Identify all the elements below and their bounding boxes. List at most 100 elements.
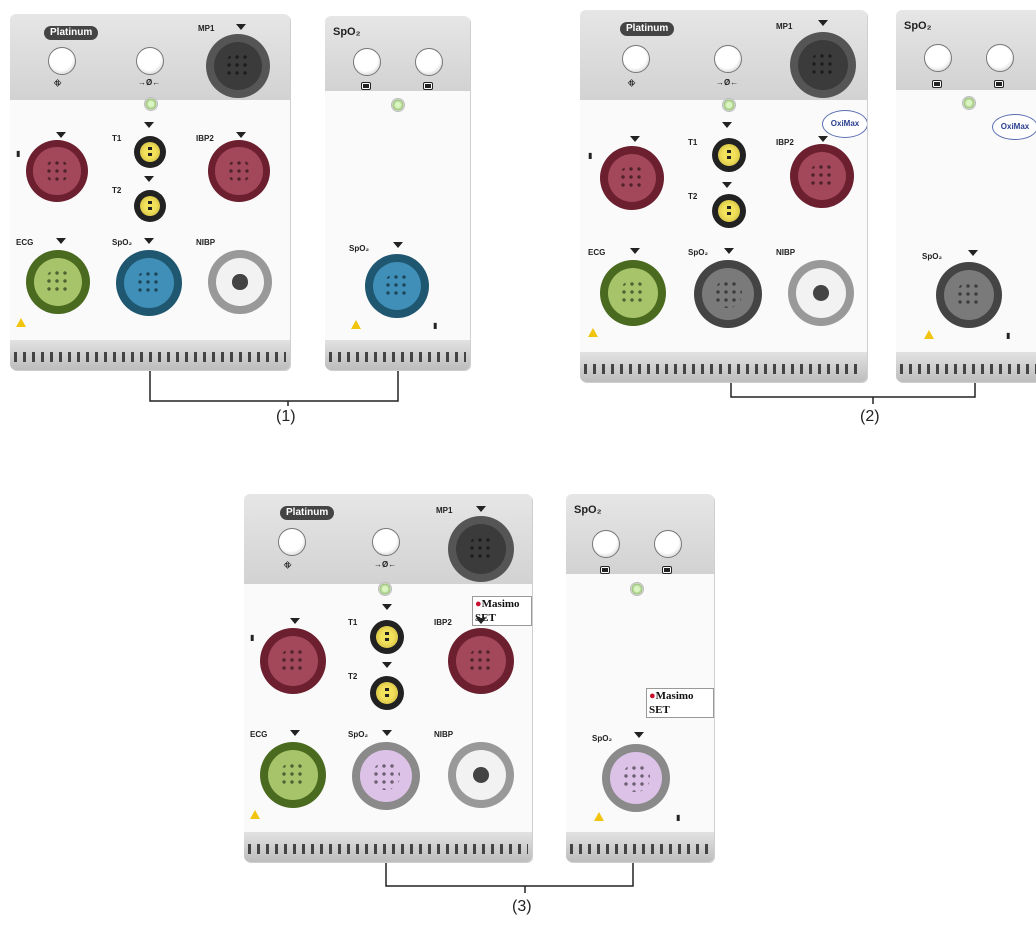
t2-arrow-icon	[382, 662, 392, 668]
status-led	[378, 582, 392, 596]
t1-connector[interactable]	[370, 620, 404, 654]
t1-label: T1	[112, 134, 122, 143]
ibp1-arrow-icon	[290, 618, 300, 624]
ecg-arrow-icon	[290, 730, 300, 736]
nibp-start-button[interactable]	[278, 528, 306, 556]
t2-connector[interactable]	[370, 676, 404, 710]
ibp2-arrow-icon	[236, 132, 246, 138]
module-footer	[10, 340, 290, 370]
ecg-connector[interactable]	[26, 250, 90, 314]
ecg-label: ECG	[16, 238, 34, 247]
mp1-arrow-icon	[476, 506, 486, 512]
caption-1: (1)	[276, 408, 296, 425]
mp1-connector[interactable]	[790, 32, 856, 98]
zero-button[interactable]	[714, 45, 742, 73]
module-footer	[325, 340, 470, 370]
spo2-label: SpO₂	[922, 252, 942, 261]
spo2-arrow-icon	[144, 238, 154, 244]
zero-button[interactable]	[136, 47, 164, 75]
defib-proof-icon: ▮	[588, 151, 593, 160]
status-led	[630, 582, 644, 596]
zero-button[interactable]	[372, 528, 400, 556]
spo2-connector[interactable]	[602, 744, 670, 812]
module-footer	[566, 832, 714, 862]
t2-connector[interactable]	[134, 190, 166, 222]
ibp1-connector[interactable]	[26, 140, 88, 202]
nibp-label: NIBP	[776, 248, 796, 257]
square-icon	[932, 80, 942, 88]
caption-3: (3)	[512, 898, 532, 915]
spo2-arrow-icon	[634, 732, 644, 738]
ibp1-connector[interactable]	[600, 146, 664, 210]
nibp-label: NIBP	[196, 238, 216, 247]
ibp1-arrow-icon	[56, 132, 66, 138]
t1-connector[interactable]	[134, 136, 166, 168]
t2-connector[interactable]	[712, 194, 746, 228]
module-footer	[896, 352, 1036, 382]
t1-connector[interactable]	[712, 138, 746, 172]
t1-arrow-icon	[144, 122, 154, 128]
square-icon	[600, 566, 610, 574]
zero-icon: →Ø←	[138, 78, 161, 87]
mp1-label: MP1	[436, 506, 453, 515]
status-led	[962, 96, 976, 110]
spo2-button-right[interactable]	[986, 44, 1014, 72]
nibp-connector[interactable]	[788, 260, 854, 326]
square-icon	[423, 82, 433, 90]
spo2-label: SpO₂	[112, 238, 132, 247]
module-footer	[244, 832, 532, 862]
spo2-connector[interactable]	[936, 262, 1002, 328]
nibp-connector[interactable]	[448, 742, 514, 808]
spo2-button-left[interactable]	[353, 48, 381, 76]
spo2-module-1: SpO₂ SpO₂ ▮	[325, 16, 470, 370]
status-led	[722, 98, 736, 112]
mp1-label: MP1	[776, 22, 793, 31]
zero-icon: →Ø←	[716, 78, 739, 87]
spo2-connector[interactable]	[116, 250, 182, 316]
nibp-label: NIBP	[434, 730, 454, 739]
mp1-connector[interactable]	[448, 516, 514, 582]
spo2-button-left[interactable]	[924, 44, 952, 72]
spo2-module-2: SpO₂ OxiMax SpO₂ ▮	[896, 10, 1036, 382]
mp1-label: MP1	[198, 24, 215, 33]
zero-icon: →Ø←	[374, 560, 397, 569]
spo2-connector[interactable]	[352, 742, 420, 810]
platinum-badge: Platinum	[280, 506, 335, 520]
ibp1-arrow-icon	[630, 136, 640, 142]
spo2-button-right[interactable]	[654, 530, 682, 558]
spo2-button-left[interactable]	[592, 530, 620, 558]
caption-2: (2)	[860, 408, 880, 425]
ecg-connector[interactable]	[600, 260, 666, 326]
defib-proof-icon: ▮	[1006, 331, 1011, 340]
module-footer	[580, 352, 867, 382]
ibp1-connector[interactable]	[260, 628, 326, 694]
nibp-start-button[interactable]	[622, 45, 650, 73]
warning-icon	[594, 812, 604, 821]
nibp-cuff-icon: ⛗	[54, 78, 62, 88]
t2-label: T2	[348, 672, 358, 681]
ibp2-label: IBP2	[196, 134, 214, 143]
ibp2-connector[interactable]	[448, 628, 514, 694]
multiparameter-module-1: Platinum ⛗ →Ø← MP1 ▮ T1 T2 IBP2 ECG SpO₂…	[10, 14, 290, 370]
nibp-connector[interactable]	[208, 250, 272, 314]
status-led	[391, 98, 405, 112]
spo2-label: SpO₂	[349, 244, 369, 253]
masimo-set-text: Masimo SET	[649, 690, 694, 716]
spo2-module-title: SpO₂	[574, 504, 602, 516]
spo2-connector[interactable]	[365, 254, 429, 318]
ibp2-arrow-icon	[476, 618, 486, 624]
mp1-connector[interactable]	[206, 34, 270, 98]
ibp2-connector[interactable]	[208, 140, 270, 202]
spo2-module-3: SpO₂ ●Masimo SET SpO₂ ▮	[566, 494, 714, 862]
ecg-connector[interactable]	[260, 742, 326, 808]
ibp2-connector[interactable]	[790, 144, 854, 208]
spo2-arrow-icon	[724, 248, 734, 254]
ibp2-arrow-icon	[818, 136, 828, 142]
nibp-start-button[interactable]	[48, 47, 76, 75]
square-icon	[662, 566, 672, 574]
spo2-button-right[interactable]	[415, 48, 443, 76]
spo2-connector[interactable]	[694, 260, 762, 328]
t1-arrow-icon	[722, 122, 732, 128]
oximax-logo: OxiMax	[822, 110, 867, 138]
ecg-arrow-icon	[630, 248, 640, 254]
